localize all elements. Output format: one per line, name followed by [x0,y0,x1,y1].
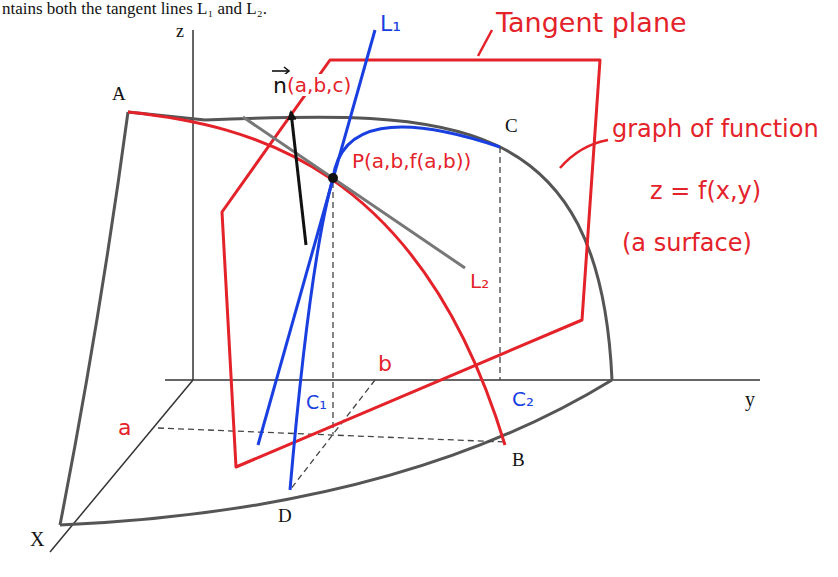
vector-arrow-symbol [272,70,288,72]
callout-text: Tangent plane [496,8,687,38]
y-axis [165,379,760,381]
curve-name: C₁ [306,392,327,413]
coordinate-label: b [378,352,392,376]
leader-line [560,140,608,168]
point-name: C [505,116,518,137]
curve-c1 [290,127,500,490]
tangent-line-l1 [258,30,375,445]
curve-name: C₂ [512,388,534,410]
projection-line [158,428,505,442]
projection-line [499,147,500,380]
tangent-plane [222,60,600,467]
surface-edge [60,380,612,525]
point-p [328,173,338,183]
axis-name: z [176,22,184,42]
surface-edge [60,112,128,525]
z-axis [192,30,194,380]
callout-text: z = f(x,y) [650,178,761,204]
tangent-line-l2 [243,117,465,268]
point-name: B [512,450,525,471]
curve-c2 [128,112,505,445]
callout-text: graph of function [612,116,819,142]
coordinate-label: a [118,416,131,440]
vector-components: (a,b,c) [286,74,352,96]
projection-line [332,182,333,434]
surface-edge [205,117,612,380]
axis-name: X [30,528,44,550]
caption-fragment: ntains both the tangent lines L₁ and L₂. [2,0,267,19]
callout-text: (a surface) [622,230,752,256]
axis-name: y [745,388,755,410]
line-name: L₂ [470,270,489,292]
projection-line [290,380,375,490]
leader-line [478,30,492,56]
point-name: A [112,84,126,105]
normal-vector [291,112,306,245]
point-name: D [278,506,292,527]
point-label: P(a,b,f(a,b)) [352,150,471,172]
line-name: L₁ [380,12,401,36]
